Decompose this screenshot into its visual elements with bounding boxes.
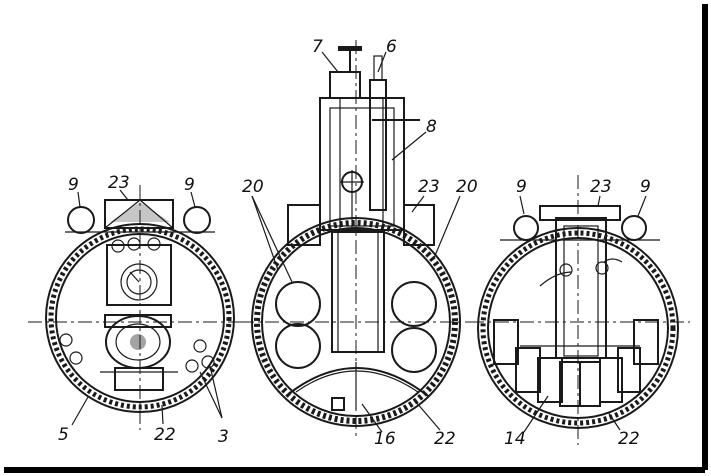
label-20: 20 bbox=[456, 177, 478, 197]
label-9: 9 bbox=[516, 177, 527, 197]
label-23: 23 bbox=[108, 173, 130, 193]
label-9: 9 bbox=[184, 175, 195, 195]
label-22: 22 bbox=[618, 429, 640, 449]
label-8: 8 bbox=[426, 117, 437, 137]
middle-section-view bbox=[240, 40, 478, 440]
label-22: 22 bbox=[154, 425, 176, 445]
label-23: 23 bbox=[418, 177, 440, 197]
label-9: 9 bbox=[68, 175, 79, 195]
label-5: 5 bbox=[58, 425, 69, 445]
label-20: 20 bbox=[242, 177, 264, 197]
label-14: 14 bbox=[504, 429, 526, 449]
label-6: 6 bbox=[386, 37, 397, 57]
label-9: 9 bbox=[640, 177, 651, 197]
label-22: 22 bbox=[434, 429, 456, 449]
left-section-view bbox=[28, 185, 250, 430]
right-section-view bbox=[470, 175, 690, 445]
label-7: 7 bbox=[312, 37, 323, 57]
label-16: 16 bbox=[374, 429, 396, 449]
callout-labels: 9 23 9 5 22 3 7 6 8 20 23 20 16 22 9 23 … bbox=[58, 37, 651, 449]
label-23: 23 bbox=[590, 177, 612, 197]
label-3: 3 bbox=[218, 427, 229, 447]
